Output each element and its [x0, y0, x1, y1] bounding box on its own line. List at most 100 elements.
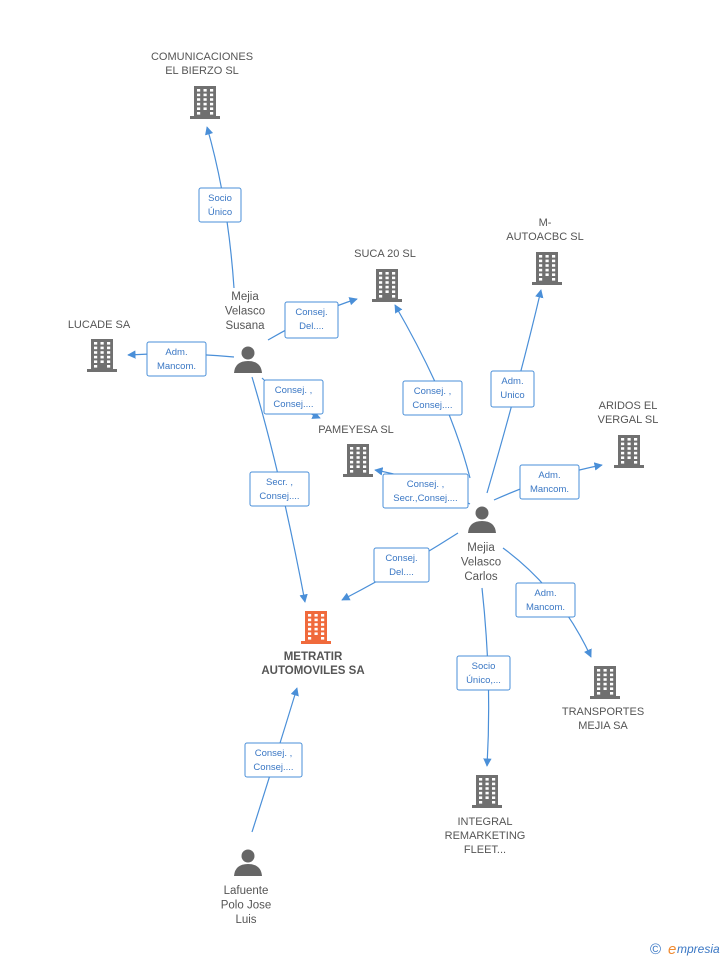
building-icon-window [479, 782, 483, 786]
building-icon-window [94, 342, 98, 345]
edge-carlos-suca[interactable]: Consej. ,Consej.... [394, 304, 471, 479]
edge-carlos-metratir[interactable]: Consej.Del.... [341, 532, 459, 601]
person-icon[interactable] [234, 849, 262, 877]
building-icon-window [634, 461, 638, 464]
building-icon-window [597, 669, 601, 672]
node-label: REMARKETING [445, 830, 526, 842]
building-icon-window [385, 285, 389, 289]
edge-label-box[interactable] [146, 341, 207, 377]
node-pameyesa[interactable]: PAMEYESA SL [318, 424, 394, 477]
building-icon-window [634, 451, 638, 455]
building-icon-window [363, 470, 367, 473]
empresia-logo[interactable]: © e mpresia [650, 941, 720, 958]
node-label: Luis [235, 914, 256, 926]
edge-carlos-transportes[interactable]: Adm.Mancom. [502, 547, 592, 658]
building-icon[interactable] [372, 269, 402, 302]
building-icon-window [308, 627, 312, 631]
node-suca[interactable]: SUCA 20 SL [354, 248, 416, 302]
building-icon-window [379, 276, 383, 280]
edge-susana-pameyesa[interactable]: Consej. ,Consej.... [261, 377, 324, 419]
edge-carlos-mauto[interactable]: Adm.Unico [486, 289, 544, 494]
edge-label-box[interactable] [373, 547, 430, 583]
node-mauto[interactable]: M-AUTOACBC SL [506, 217, 584, 285]
edge-susana-suca[interactable]: Consej.Del.... [267, 297, 358, 341]
node-integral[interactable]: INTEGRALREMARKETINGFLEET... [445, 775, 526, 856]
person-icon[interactable] [234, 346, 262, 374]
edge-label-box[interactable] [198, 187, 242, 223]
edge-label-box[interactable] [402, 380, 463, 416]
person-icon-head [241, 849, 255, 863]
building-icon[interactable] [301, 611, 331, 644]
building-icon-window [100, 346, 104, 350]
building-icon-window [492, 782, 496, 786]
edge-susana-lucade[interactable]: Adm.Mancom. [127, 341, 235, 377]
building-icon-window [492, 796, 496, 799]
building-icon[interactable] [343, 444, 373, 477]
building-icon-window [552, 273, 556, 276]
edge-label-text: Consej.... [253, 762, 293, 773]
edge-carlos-pameyesa[interactable]: Consej. ,Secr.,Consej.... [374, 467, 471, 509]
brand-name: mpresia [677, 942, 720, 956]
building-icon-window [385, 281, 389, 284]
building-icon[interactable] [532, 252, 562, 285]
edge-lafuente-metratir[interactable]: Consej. ,Consej.... [244, 687, 303, 833]
building-icon-window [308, 618, 312, 622]
node-label: ARIDOS EL [599, 400, 658, 412]
building-icon-window [621, 456, 625, 459]
building-icon-window [210, 93, 214, 97]
edge-carlos-aridos[interactable]: Adm.Mancom. [493, 462, 603, 501]
building-icon-base [472, 805, 502, 808]
node-label: FLEET... [464, 844, 506, 856]
building-icon-window [379, 281, 383, 284]
node-label: PAMEYESA SL [318, 424, 394, 436]
edge-label-box[interactable] [456, 655, 511, 691]
person-icon[interactable] [468, 506, 496, 534]
edge-label-text: Del.... [389, 567, 414, 578]
building-icon[interactable] [87, 339, 117, 372]
edge-label-box[interactable] [263, 379, 324, 415]
building-icon[interactable] [614, 435, 644, 468]
edge-label-box[interactable] [515, 582, 576, 618]
building-icon-window [203, 89, 207, 92]
edge-label-text: Único,... [466, 675, 501, 686]
node-label: M- [539, 217, 552, 229]
building-icon-window [356, 456, 360, 459]
building-icon-window [539, 278, 543, 281]
node-lucade[interactable]: LUCADE SA [68, 319, 131, 372]
building-icon-window [492, 791, 496, 795]
building-icon-window [356, 460, 360, 464]
building-icon-window [485, 791, 489, 795]
building-icon-window [203, 107, 207, 110]
building-icon[interactable] [190, 86, 220, 119]
building-icon-window [210, 98, 214, 101]
edge-label-box[interactable] [244, 742, 303, 778]
edge-label-box[interactable] [382, 473, 469, 509]
edge-label-box[interactable] [519, 464, 580, 500]
edge-label-box[interactable] [490, 370, 535, 408]
building-icon-window [634, 447, 638, 450]
edge-carlos-integral[interactable]: SocioÚnico,... [456, 587, 511, 767]
building-icon-window [479, 778, 483, 781]
edge-label-box[interactable] [284, 301, 339, 339]
building-icon[interactable] [590, 666, 620, 699]
edge-label-box[interactable] [249, 471, 310, 507]
building-icon-window [210, 89, 214, 92]
person-icon-body [468, 521, 496, 533]
person-icon-head [241, 346, 255, 360]
building-icon-window [597, 692, 601, 695]
edge-susana-metratir[interactable]: Secr. ,Consej.... [249, 376, 310, 603]
building-icon-window [350, 447, 354, 450]
building-icon[interactable] [472, 775, 502, 808]
building-icon-window [363, 456, 367, 459]
building-icon-window [363, 460, 367, 464]
